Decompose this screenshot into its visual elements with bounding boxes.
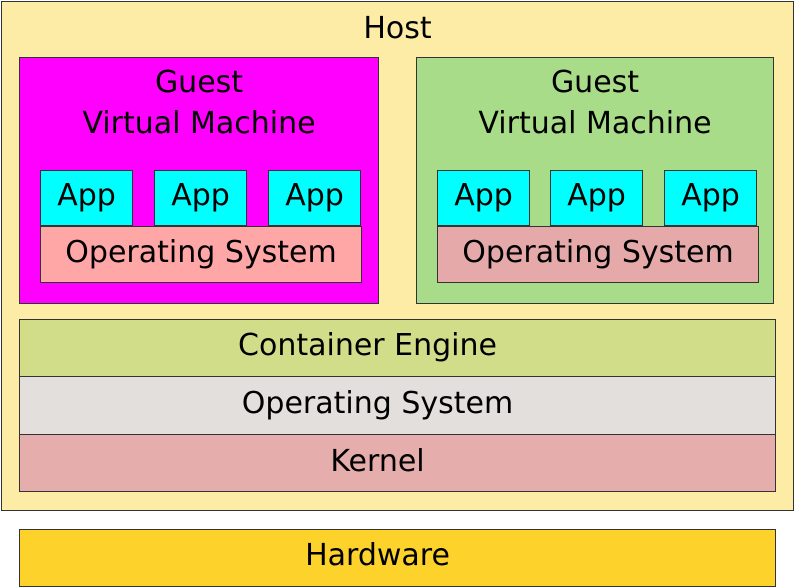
kernel-layer: Kernel xyxy=(19,434,776,492)
container-engine-label: Container Engine xyxy=(238,328,497,363)
container-engine-layer: Container Engine xyxy=(19,319,776,377)
vm-1-title-line2: Virtual Machine xyxy=(82,106,316,141)
vm-1-app-2: App xyxy=(154,170,247,226)
vm-1-operating-system: Operating System xyxy=(40,226,362,283)
kernel-label: Kernel xyxy=(330,444,425,479)
guest-vm-1: Guest Virtual Machine App App App Operat… xyxy=(19,57,379,304)
vm-2-title-line1: Guest xyxy=(550,65,640,100)
vm-1-app-3: App xyxy=(268,170,361,226)
vm-2-title-line2: Virtual Machine xyxy=(478,106,712,141)
vm-2-app-3: App xyxy=(664,170,757,226)
host-operating-system-label: Operating System xyxy=(241,386,514,421)
vm-1-app-1: App xyxy=(40,170,133,226)
host-label: Host xyxy=(363,11,432,46)
vm-2-app-2: App xyxy=(550,170,643,226)
host-operating-system-layer: Operating System xyxy=(19,376,776,435)
vm-2-operating-system: Operating System xyxy=(437,226,759,283)
guest-vm-2: Guest Virtual Machine App App App Operat… xyxy=(416,57,774,304)
hardware-layer: Hardware xyxy=(19,529,776,587)
vm-1-title-line1: Guest xyxy=(154,65,244,100)
hardware-label: Hardware xyxy=(305,538,450,573)
vm-2-app-1: App xyxy=(437,170,530,226)
